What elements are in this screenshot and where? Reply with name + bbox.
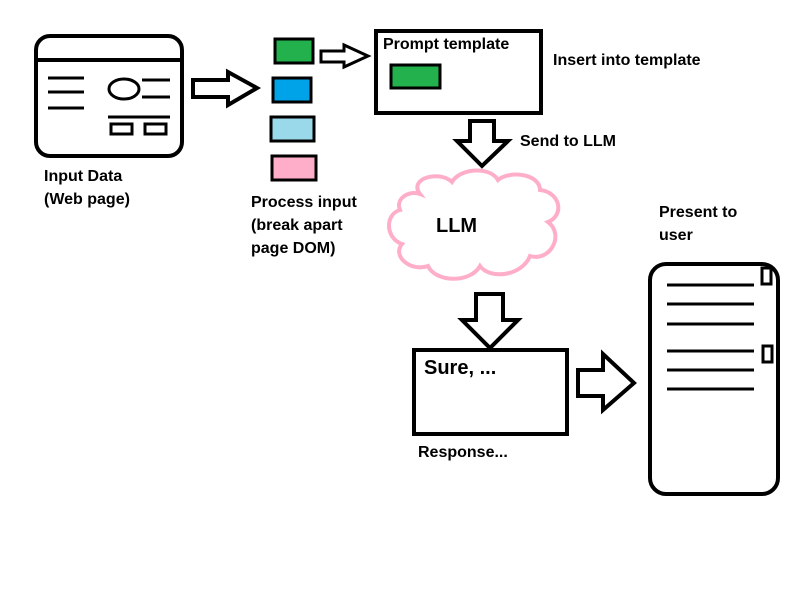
template-chunk-green	[389, 63, 442, 90]
chunk-pink	[270, 154, 318, 182]
document-icon	[648, 262, 780, 496]
chunk-light-blue	[269, 115, 316, 143]
response-box	[412, 348, 569, 436]
down-arrow-icon	[452, 119, 513, 169]
response-caption: Response...	[418, 444, 508, 461]
chunk-green	[273, 37, 315, 65]
right-arrow-icon	[576, 349, 637, 415]
chunk-blue	[271, 76, 313, 104]
cloud-icon	[387, 168, 561, 281]
right-arrow-icon	[191, 68, 262, 109]
response-text: Sure, ...	[424, 357, 497, 379]
prompt-template-title: Prompt template	[383, 36, 510, 53]
input-data-label: Input Data (Web page)	[44, 168, 130, 208]
present-to-user-label: Present to user	[659, 204, 738, 244]
send-to-llm-label: Send to LLM	[520, 133, 616, 150]
right-arrow-icon	[319, 42, 372, 70]
web-page-icon	[34, 34, 184, 158]
llm-label: LLM	[436, 215, 478, 237]
down-arrow-icon	[457, 292, 523, 351]
insert-into-template-label: Insert into template	[553, 52, 701, 69]
process-input-label: Process input (break apart page DOM)	[251, 194, 357, 257]
